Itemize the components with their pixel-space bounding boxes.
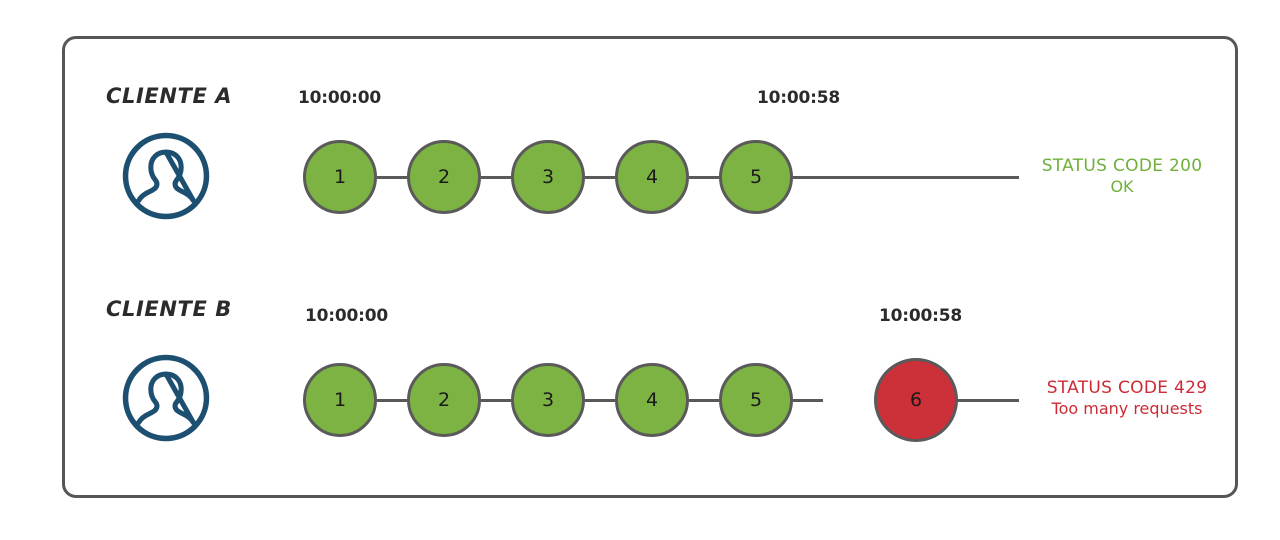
timestamp-end-b: 10:00:58	[879, 306, 962, 326]
request-node[interactable]: 5	[719, 363, 793, 437]
timestamp-start-a: 10:00:00	[298, 88, 381, 108]
connector-a-3	[585, 176, 615, 179]
request-node[interactable]: 4	[615, 363, 689, 437]
timestamp-start-b: 10:00:00	[305, 306, 388, 326]
status-message-a: OK	[1110, 176, 1134, 196]
status-badge-b: STATUS CODE 429 Too many requests	[1022, 378, 1232, 418]
connector-a-1	[377, 176, 407, 179]
status-badge-a: STATUS CODE 200 OK	[1022, 156, 1222, 196]
connector-b-2	[481, 399, 511, 402]
connector-b-5	[793, 399, 823, 402]
connector-b-4	[689, 399, 719, 402]
connector-a-2	[481, 176, 511, 179]
request-node[interactable]: 3	[511, 363, 585, 437]
request-node[interactable]: 2	[407, 140, 481, 214]
request-node[interactable]: 3	[511, 140, 585, 214]
request-node-error[interactable]: 6	[874, 358, 958, 442]
connector-b-tail	[957, 399, 1019, 402]
timestamp-end-a: 10:00:58	[757, 88, 840, 108]
status-message-b: Too many requests	[1051, 398, 1203, 418]
request-node[interactable]: 1	[303, 140, 377, 214]
client-label-a: CLIENTE A	[106, 84, 233, 108]
status-code-a: STATUS CODE 200	[1041, 156, 1203, 176]
request-node[interactable]: 4	[615, 140, 689, 214]
connector-b-3	[585, 399, 615, 402]
request-node[interactable]: 1	[303, 363, 377, 437]
request-node[interactable]: 2	[407, 363, 481, 437]
client-label-b: CLIENTE B	[106, 297, 232, 321]
connector-a-tail	[793, 176, 1019, 179]
status-code-b: STATUS CODE 429	[1046, 378, 1208, 398]
request-node[interactable]: 5	[719, 140, 793, 214]
user-circle-icon	[120, 130, 212, 222]
connector-a-4	[689, 176, 719, 179]
user-circle-icon	[120, 352, 212, 444]
connector-b-1	[377, 399, 407, 402]
